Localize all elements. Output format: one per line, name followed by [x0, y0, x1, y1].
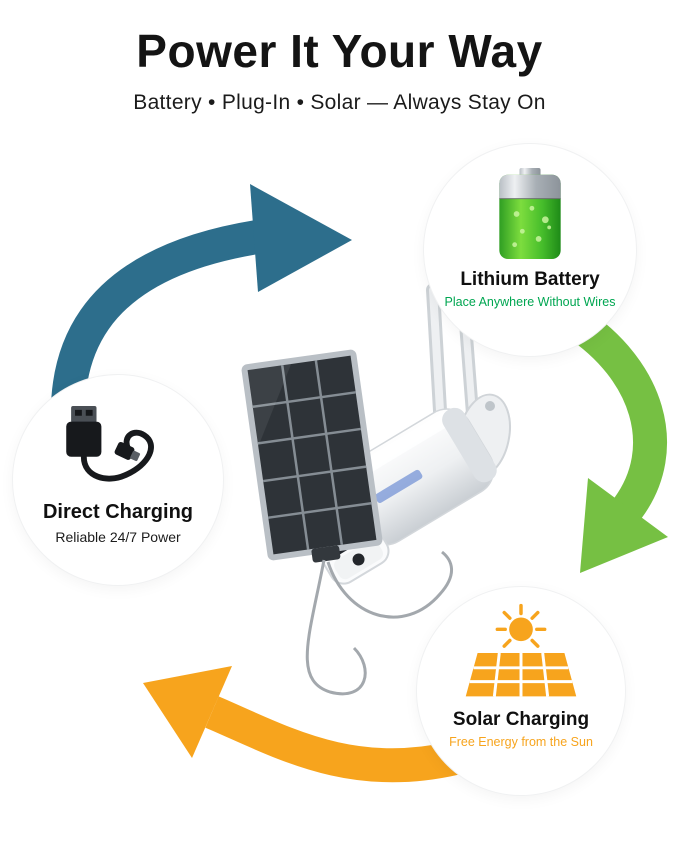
- page-subtitle: Battery • Plug-In • Solar — Always Stay …: [133, 91, 546, 114]
- page-title: Power It Your Way: [136, 25, 543, 77]
- camera-product-image: [241, 283, 511, 696]
- feature-title: Solar Charging: [452, 709, 590, 730]
- header: Power It Your Way Battery • Plug-In • So…: [0, 24, 679, 115]
- feature-direct-charging: Direct Charging Reliable 24/7 Power: [12, 374, 224, 586]
- battery-icon: [499, 168, 561, 260]
- green-cycle-arrow: [565, 307, 668, 573]
- brand-mark: [374, 469, 423, 503]
- usb-cable-icon: [66, 405, 154, 482]
- feature-lithium-battery: Lithium Battery Place Anywhere Without W…: [423, 143, 637, 357]
- feature-subtitle: Place Anywhere Without Wires: [444, 295, 616, 309]
- feature-subtitle: Reliable 24/7 Power: [55, 529, 181, 545]
- feature-title: Lithium Battery: [460, 269, 600, 290]
- sun-solar-panel-icon: [465, 603, 577, 697]
- connection-cable: [305, 550, 453, 696]
- feature-title: Direct Charging: [42, 501, 194, 523]
- feature-solar-charging: Solar Charging Free Energy from the Sun: [416, 586, 626, 796]
- sun-icon: [495, 603, 547, 648]
- solar-panel-icon: [465, 652, 577, 697]
- orange-cycle-arrow: [143, 666, 459, 783]
- solar-panel: [241, 349, 383, 563]
- feature-subtitle: Free Energy from the Sun: [449, 735, 593, 749]
